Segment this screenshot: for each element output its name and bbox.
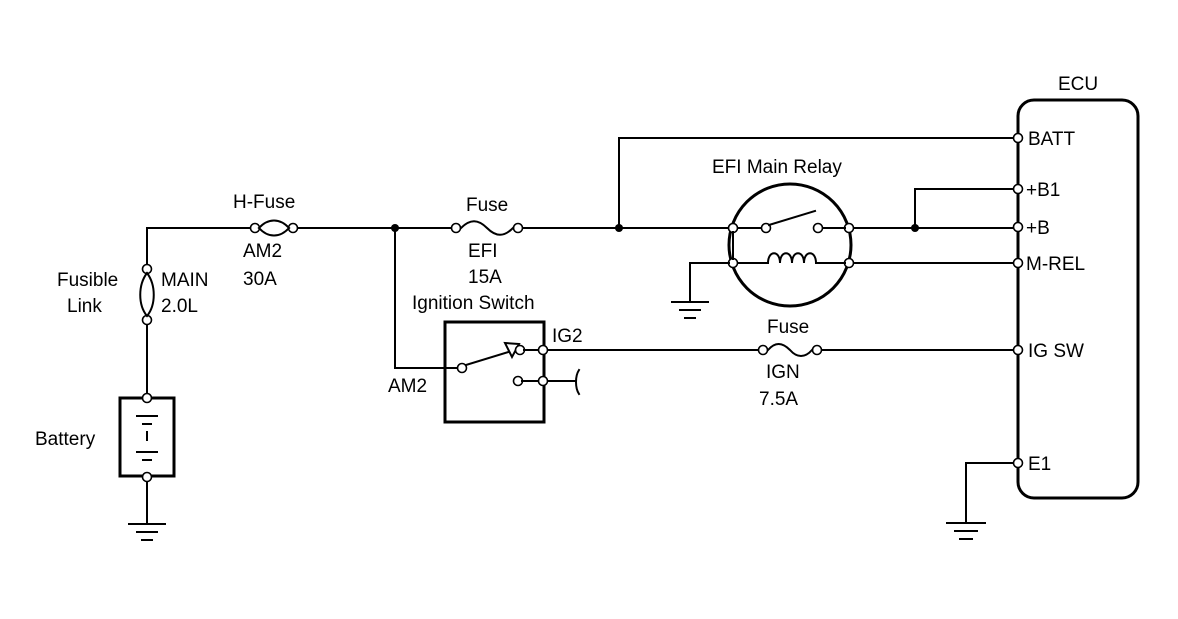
h-fuse-am2 (249, 219, 299, 237)
ignition-switch-title: Ignition Switch (412, 293, 535, 314)
fuse-efi-title: Fuse (466, 195, 508, 216)
wire-relay-ground (689, 262, 730, 301)
fusible-link-rating: 2.0L (161, 296, 198, 317)
ecu-pin-b (1012, 221, 1024, 233)
ignition-switch-ig2-label: IG2 (552, 326, 583, 347)
ignition-switch-contact (464, 341, 542, 387)
fusible-link (139, 263, 155, 326)
wire-am2-switch (394, 227, 458, 369)
ecu-pin-mrel (1012, 257, 1024, 269)
ecu-pin-igsw-label: IG SW (1028, 341, 1084, 362)
fuse-ign (757, 343, 823, 357)
fuse-efi-rating: 15A (468, 267, 502, 288)
fuse-ign-rating: 7.5A (759, 389, 798, 410)
ecu-pin-batt (1012, 132, 1024, 144)
ecu-pin-e1 (1012, 457, 1024, 469)
relay-contact (737, 209, 846, 234)
fusible-link-label-2: Link (67, 296, 102, 317)
fuse-ign-name: IGN (766, 362, 800, 383)
h-fuse-name: AM2 (243, 241, 282, 262)
efi-main-relay-title: EFI Main Relay (712, 157, 842, 178)
ground-symbol-relay (671, 301, 709, 319)
fuse-efi-name: EFI (468, 241, 498, 262)
h-fuse-title: H-Fuse (233, 192, 295, 213)
ignition-switch-aux-wire (547, 368, 581, 396)
wire-batt (618, 137, 1014, 229)
ecu-pin-b1 (1012, 183, 1024, 195)
ecu-title: ECU (1058, 74, 1098, 95)
ecu-pin-igsw (1012, 344, 1024, 356)
ecu-pin-mrel-label: M-REL (1026, 254, 1085, 275)
wire-e1-ground (965, 462, 1014, 522)
ecu-pin-b-label: +B (1026, 218, 1050, 239)
ignition-switch-ig2-terminal (537, 344, 549, 356)
battery-terminal-bottom (141, 471, 153, 483)
ecu-pin-batt-label: BATT (1028, 129, 1076, 150)
efi-main-relay (727, 182, 853, 308)
battery-terminal-top (141, 392, 153, 404)
fuse-efi (450, 220, 524, 236)
ground-symbol-battery (128, 523, 166, 541)
ignition-switch-am2-label: AM2 (388, 376, 427, 397)
battery-label: Battery (35, 429, 96, 450)
wire-link-hfuse (146, 227, 251, 265)
ecu-pin-b1-label: +B1 (1026, 180, 1060, 201)
ignition-switch (443, 320, 546, 424)
wire-b1 (914, 188, 1014, 229)
h-fuse-rating: 30A (243, 269, 277, 290)
battery (118, 396, 176, 478)
ground-symbol-ecu (946, 522, 986, 540)
ecu-pin-e1-label: E1 (1028, 454, 1051, 475)
ignition-switch-aux-terminal (537, 375, 549, 387)
ignition-switch-am2-terminal (456, 362, 468, 374)
fusible-link-name: MAIN (161, 270, 209, 291)
relay-coil (737, 252, 846, 265)
fuse-ign-title: Fuse (767, 317, 809, 338)
ecu-box (1016, 98, 1140, 500)
fusible-link-label-1: Fusible (57, 270, 118, 291)
